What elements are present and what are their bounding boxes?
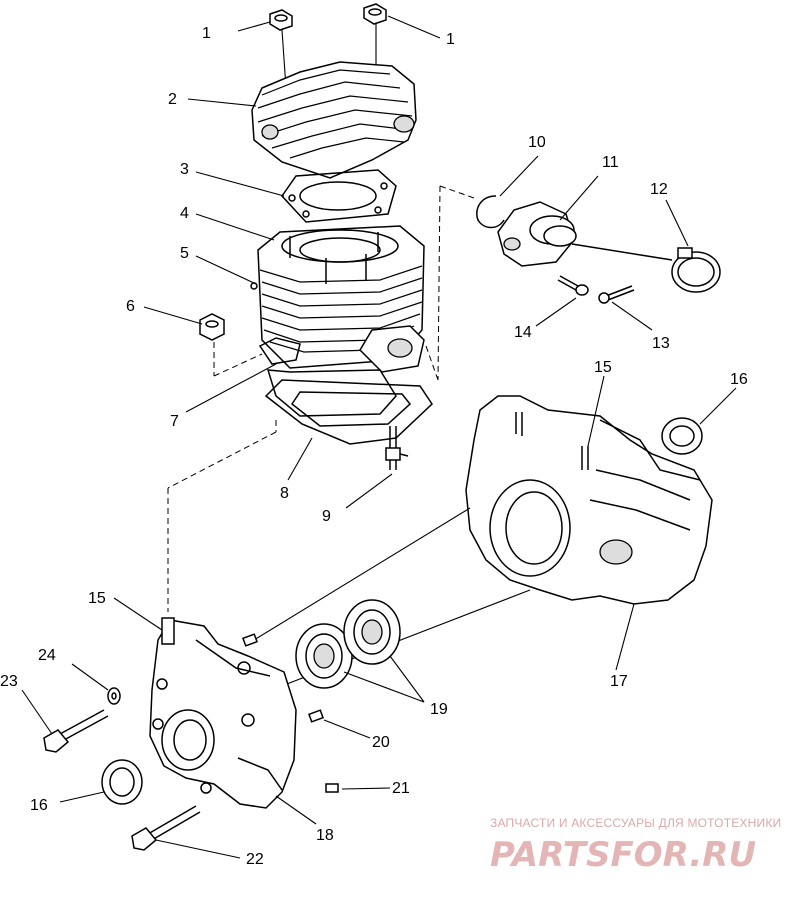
callout-9: 9 <box>322 508 331 525</box>
callout-5: 5 <box>180 245 189 262</box>
part-24-washer <box>107 687 121 705</box>
callout-8: 8 <box>280 485 289 502</box>
callout-1b: 1 <box>446 31 455 48</box>
callout-15a: 15 <box>88 590 106 607</box>
callout-16a: 16 <box>730 371 748 388</box>
callout-20: 20 <box>372 734 390 751</box>
callout-14: 14 <box>514 324 532 341</box>
callout-17: 17 <box>610 673 628 690</box>
callout-16b: 16 <box>30 797 48 814</box>
callout-21: 21 <box>392 780 410 797</box>
part-11-intake-manifold <box>497 201 577 267</box>
part-2-cylinder-head <box>251 61 417 179</box>
part-16-seal-left <box>101 759 143 805</box>
part-1-nut-left <box>269 9 293 31</box>
part-7-base-gasket <box>258 337 301 365</box>
callout-7: 7 <box>170 413 179 430</box>
part-6-nut <box>199 313 225 341</box>
callout-19: 19 <box>430 701 448 718</box>
part-20-dowel <box>308 709 324 723</box>
callout-13: 13 <box>652 335 670 352</box>
part-3-head-gasket <box>281 169 397 223</box>
part-4-cylinder <box>257 225 425 417</box>
callout-10: 10 <box>528 134 546 151</box>
part-16-seal-right <box>661 417 703 455</box>
callout-4: 4 <box>180 205 189 222</box>
part-12-hose-clamp <box>671 247 721 293</box>
part-5-dowel <box>250 282 258 290</box>
part-23-bolt <box>43 709 109 753</box>
callout-22: 22 <box>246 851 264 868</box>
callout-15b: 15 <box>594 359 612 376</box>
part-13-screw <box>598 285 635 304</box>
part-10-o-ring <box>476 195 505 229</box>
callout-24: 24 <box>38 647 56 664</box>
watermark-tagline: ЗАПЧАСТИ И АКСЕССУАРЫ ДЛЯ МОТОТЕХНИКИ <box>490 816 781 830</box>
part-19-bearing-left <box>295 623 353 689</box>
callout-6: 6 <box>126 298 135 315</box>
callout-11: 11 <box>602 154 619 171</box>
callout-2: 2 <box>168 91 177 108</box>
part-14-screw <box>557 275 589 296</box>
part-18-crankcase-left <box>149 617 297 809</box>
callout-12: 12 <box>650 181 668 198</box>
part-8-crankcase-gasket <box>264 379 433 445</box>
part-17-crankcase-right <box>465 395 713 605</box>
part-1-nut-right <box>363 3 387 25</box>
part-9-sensor-stud <box>385 426 409 470</box>
callout-18: 18 <box>316 827 334 844</box>
part-19-bearing-right <box>343 599 401 665</box>
part-22-bolt <box>131 805 201 851</box>
callout-1a: 1 <box>202 25 211 42</box>
watermark-logo: PARTSFOR.RU <box>490 835 756 875</box>
callout-3: 3 <box>180 161 189 178</box>
dowel-upper <box>242 633 258 647</box>
part-21-dowel <box>325 783 339 793</box>
callout-23: 23 <box>0 673 18 690</box>
